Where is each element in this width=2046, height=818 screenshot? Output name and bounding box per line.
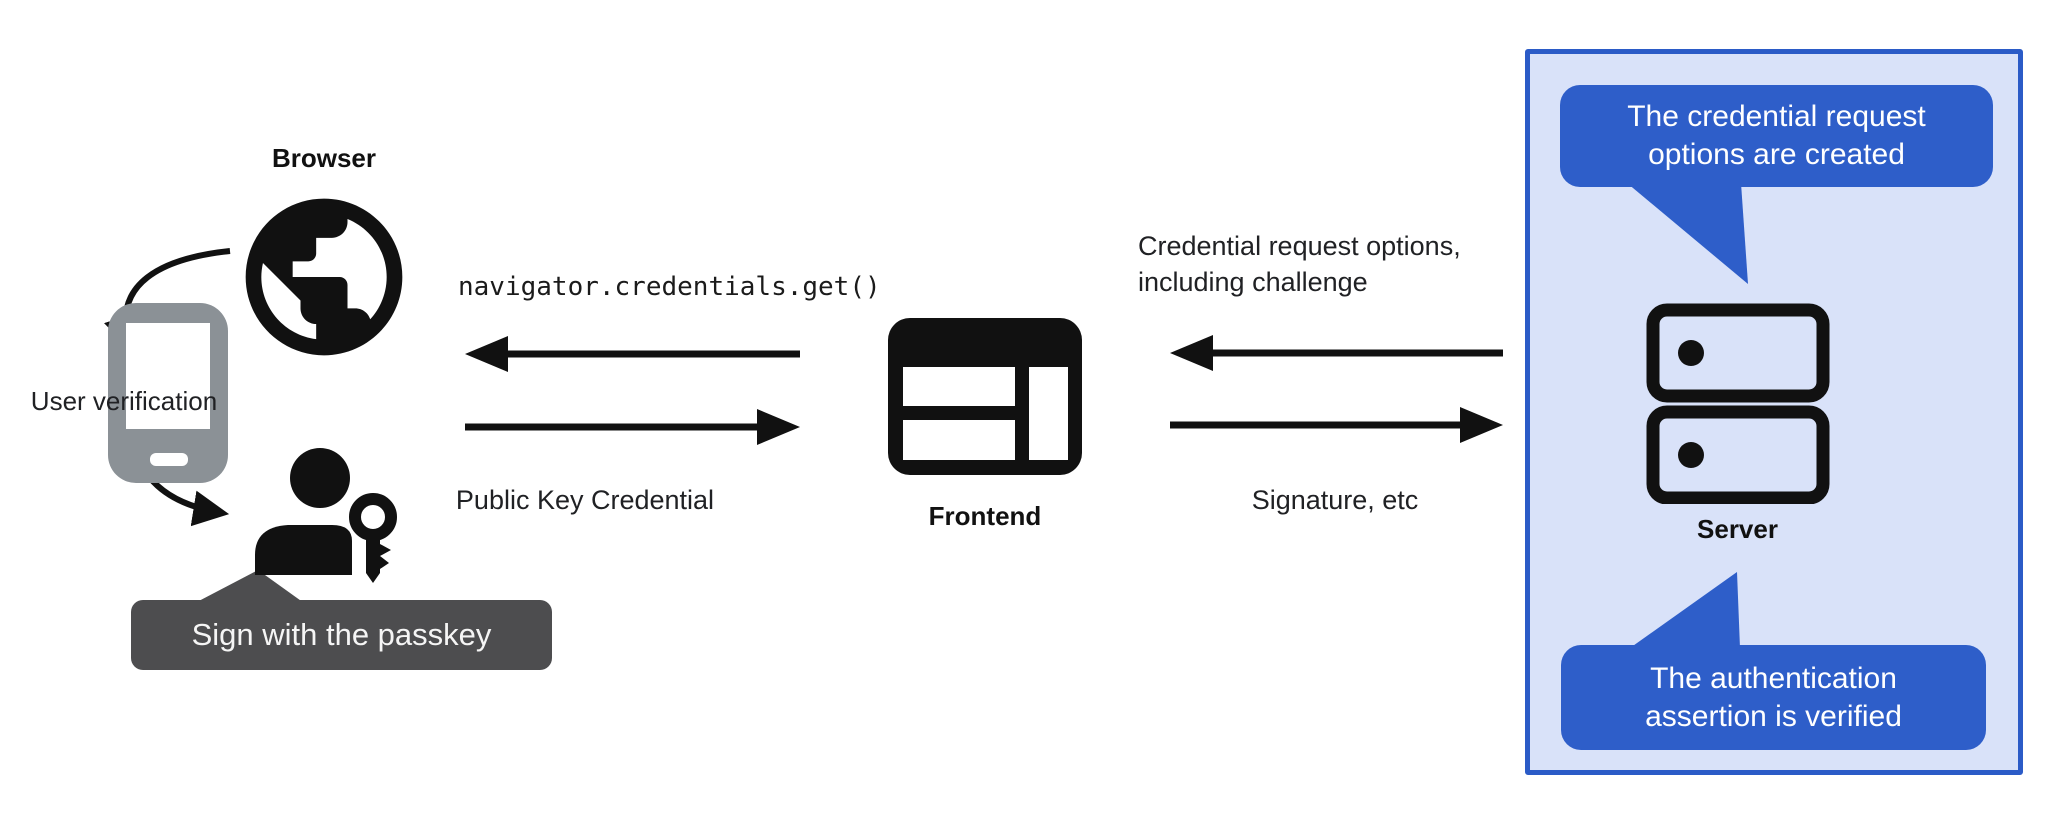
bottom-callout: The authentication assertion is verified bbox=[1561, 645, 1986, 750]
top-callout-line1: The credential request bbox=[1627, 100, 1926, 133]
frontend-label: Frontend bbox=[928, 501, 1042, 531]
credential-request-line1: Credential request options, bbox=[1138, 231, 1461, 261]
bottom-callout-tail bbox=[1630, 572, 1740, 648]
browser-label: Browser bbox=[271, 143, 377, 173]
bottom-callout-line2: assertion is verified bbox=[1645, 699, 1902, 733]
frontend-icon bbox=[888, 318, 1082, 475]
signature-label: Signature, etc bbox=[1251, 485, 1419, 515]
credential-request-options-label: Credential request options, including ch… bbox=[1138, 228, 1461, 300]
server-icon bbox=[1646, 303, 1830, 504]
top-callout-tail bbox=[1627, 183, 1748, 284]
arrow-browser-to-frontend bbox=[465, 409, 800, 445]
arrow-frontend-to-browser bbox=[465, 336, 800, 372]
browser-globe-icon bbox=[245, 198, 403, 356]
passkey-tooltip-tail bbox=[195, 570, 304, 603]
credential-request-line2: including challenge bbox=[1138, 267, 1368, 297]
server-label: Server bbox=[1697, 514, 1778, 544]
user-verification-label: User verification bbox=[30, 386, 218, 416]
passkey-tooltip: Sign with the passkey bbox=[131, 600, 552, 670]
navigator-credentials-get-text: navigator.credentials.get() bbox=[458, 272, 881, 302]
public-key-credential-label: Public Key Credential bbox=[455, 485, 715, 515]
person-passkey-icon bbox=[255, 448, 397, 583]
bottom-callout-line1: The authentication bbox=[1650, 661, 1897, 695]
phone-icon bbox=[108, 303, 228, 483]
top-callout: The credential request options are creat… bbox=[1560, 85, 1993, 187]
top-callout-line2: options are created bbox=[1648, 138, 1905, 171]
arrow-server-to-frontend bbox=[1170, 335, 1503, 371]
arrow-frontend-to-server bbox=[1170, 407, 1503, 443]
